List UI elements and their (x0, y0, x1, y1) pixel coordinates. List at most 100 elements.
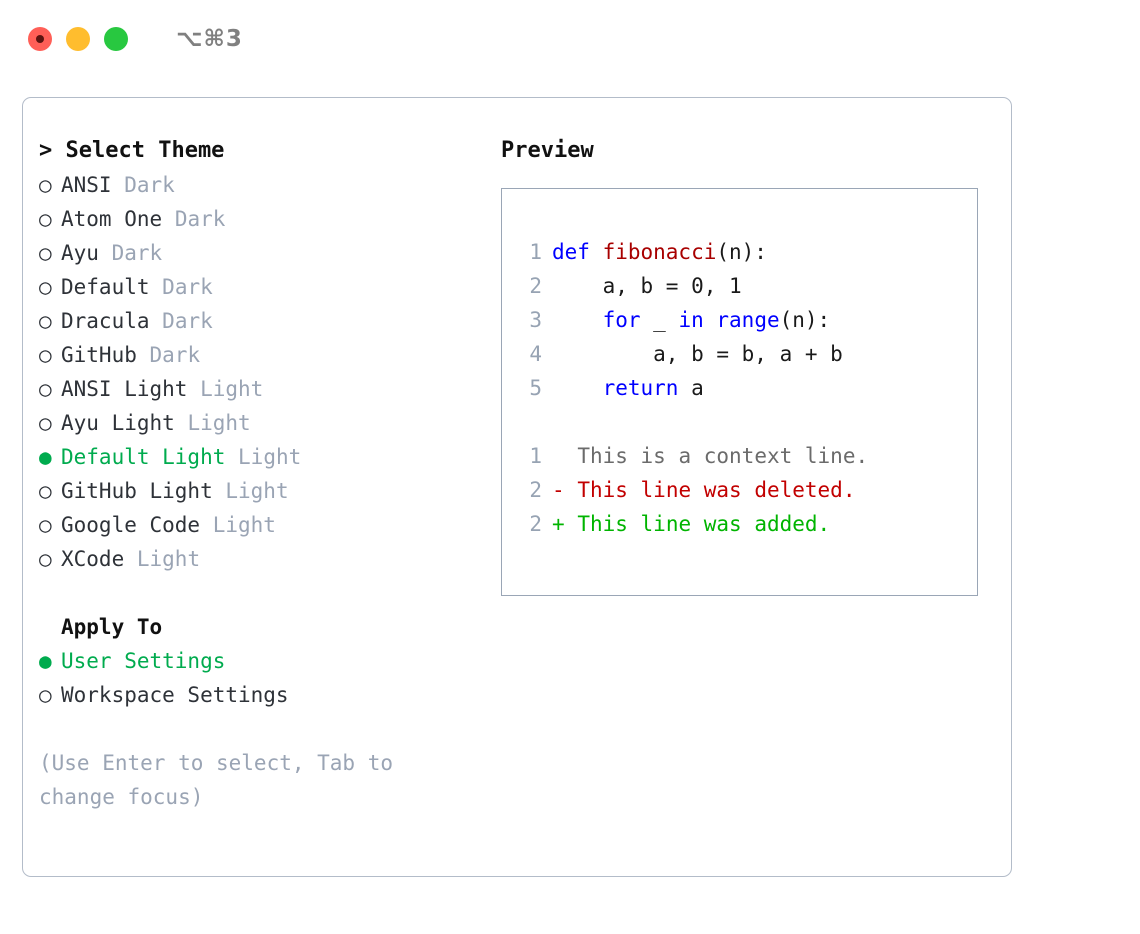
label-spacer (200, 513, 213, 537)
maximize-button-icon[interactable] (104, 27, 128, 51)
list-spacer (39, 576, 509, 610)
theme-option-ayu-light[interactable]: ○Ayu Light Light (39, 406, 509, 440)
theme-option-google-code[interactable]: ○Google Code Light (39, 508, 509, 542)
theme-option-label: Google Code (61, 513, 201, 537)
label-spacer (150, 309, 163, 333)
title-bar: ⌥⌘3 (0, 0, 1140, 78)
code-line: 5 return a (514, 371, 977, 405)
apply-to-option-user-settings[interactable]: ●User Settings (39, 644, 509, 678)
theme-option-default-light[interactable]: ●Default Light Light (39, 440, 509, 474)
code-token: a (678, 376, 704, 400)
code-line: 2 a, b = 0, 1 (514, 269, 977, 303)
apply-to-option-label: Workspace Settings (61, 683, 289, 707)
code-token (552, 376, 603, 400)
theme-option-label: Dracula (61, 309, 150, 333)
minimize-button-icon[interactable] (66, 27, 90, 51)
radio-unselected-icon: ○ (39, 275, 52, 299)
radio-unselected-icon: ○ (39, 241, 52, 265)
apply-to-header-label: Apply To (61, 615, 163, 639)
diff-sign-spacer (565, 478, 578, 502)
diff-sign-spacer (565, 512, 578, 536)
close-button-icon[interactable] (28, 27, 52, 51)
radio-unselected-icon: ○ (39, 377, 52, 401)
code-token: def (552, 240, 603, 264)
code-line-number: 5 (529, 376, 542, 400)
apply-to-option-list: ●User Settings○Workspace Settings (39, 644, 509, 712)
theme-option-list: ○ANSI Dark○Atom One Dark○Ayu Dark○Defaul… (39, 168, 509, 576)
theme-selector-panel: > Select Theme ○ANSI Dark○Atom One Dark○… (22, 97, 1012, 877)
apply-to-header-gutter (39, 610, 61, 644)
label-spacer (137, 343, 150, 367)
code-token: in (678, 308, 717, 332)
theme-option-github[interactable]: ○GitHub Dark (39, 338, 509, 372)
window-controls (28, 27, 128, 51)
theme-option-label: Default Light (61, 445, 226, 469)
diff-line-context: 1 This is a context line. (514, 439, 977, 473)
radio-unselected-icon: ○ (39, 479, 52, 503)
diff-line-number: 1 (529, 444, 542, 468)
theme-option-label: ANSI (61, 173, 112, 197)
diff-line-group: 1 This is a context line. 2- This line wa… (514, 439, 977, 541)
theme-option-kind-badge: Dark (149, 343, 201, 367)
diff-sign: + (552, 512, 565, 536)
theme-option-kind-badge: Light (200, 377, 264, 401)
theme-option-kind-badge: Dark (124, 173, 175, 197)
theme-option-kind-badge: Dark (111, 241, 163, 265)
code-line-number: 3 (529, 308, 542, 332)
code-token (552, 308, 603, 332)
diff-line-number: 2 (529, 512, 542, 536)
code-line-number: 1 (529, 240, 542, 264)
diff-line-number: 2 (529, 478, 542, 502)
code-diff-separator (514, 405, 977, 439)
theme-option-label: Atom One (61, 207, 163, 231)
theme-option-ansi-light[interactable]: ○ANSI Light Light (39, 372, 509, 406)
diff-sign-spacer (565, 444, 578, 468)
keyboard-shortcut-label: ⌥⌘3 (176, 26, 243, 52)
label-spacer (162, 207, 175, 231)
theme-option-kind-badge: Light (225, 479, 289, 503)
theme-option-kind-badge: Dark (162, 275, 213, 299)
diff-sign: - (552, 478, 565, 502)
radio-selected-icon: ● (39, 445, 52, 469)
theme-option-label: GitHub Light (61, 479, 213, 503)
radio-unselected-icon: ○ (39, 173, 52, 197)
diff-line-text: This line was added. (577, 512, 831, 536)
label-spacer (175, 411, 188, 435)
theme-option-kind-badge: Light (136, 547, 201, 571)
code-token: fibonacci (602, 240, 717, 264)
diff-sign (552, 444, 565, 468)
label-spacer (187, 377, 200, 401)
theme-list-column: > Select Theme ○ANSI Dark○Atom One Dark○… (39, 134, 509, 814)
select-theme-header: > Select Theme (39, 138, 225, 163)
code-line-number: 2 (529, 274, 542, 298)
code-token: for (602, 308, 641, 332)
radio-unselected-icon: ○ (39, 411, 52, 435)
theme-option-ansi[interactable]: ○ ANSI Dark (39, 168, 509, 202)
theme-option-xcode[interactable]: ○XCode Light (39, 542, 509, 576)
label-spacer (112, 173, 125, 197)
theme-option-github-light[interactable]: ○ GitHub Light Light (39, 474, 509, 508)
theme-option-atom-one[interactable]: ○Atom One Dark (39, 202, 509, 236)
theme-option-dracula[interactable]: ○ Dracula Dark (39, 304, 509, 338)
diff-line-add: 2 + This line was added. (514, 507, 977, 541)
apply-to-option-workspace-settings[interactable]: ○Workspace Settings (39, 678, 509, 712)
theme-option-label: Ayu Light (61, 411, 175, 435)
diff-line-text: This is a context line. (577, 444, 869, 468)
radio-unselected-icon: ○ (39, 309, 52, 333)
code-token: a, b = b, a + b (552, 342, 843, 366)
label-spacer (150, 275, 163, 299)
label-spacer (99, 241, 112, 265)
theme-option-ayu[interactable]: ○ Ayu Dark (39, 236, 509, 270)
theme-option-label: XCode (61, 547, 125, 571)
theme-option-kind-badge: Dark (162, 309, 213, 333)
label-spacer (124, 547, 137, 571)
theme-option-label: Ayu (61, 241, 99, 265)
theme-option-default[interactable]: ○Default Dark (39, 270, 509, 304)
code-line-number: 4 (529, 342, 542, 366)
theme-option-label: GitHub (61, 343, 137, 367)
code-token: return (602, 376, 679, 400)
